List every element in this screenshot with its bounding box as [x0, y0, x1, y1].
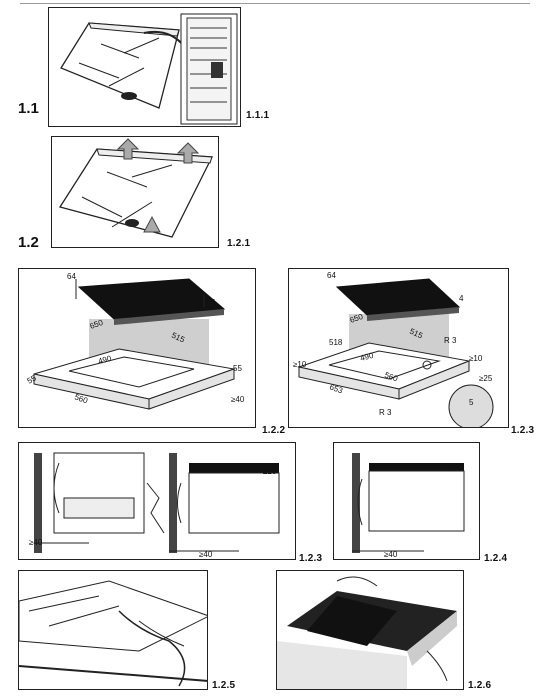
cutout-dimension-labels-alt: 64 4 650 515 518 490 560 653 R 3 R 3 ≥10…	[293, 271, 493, 417]
dim-depth-650-alt: 650	[349, 312, 365, 325]
figure-1-2-1	[51, 136, 219, 248]
cutout-dimensions-diagram	[33, 278, 236, 410]
dim-ge10-right: ≥10	[469, 354, 483, 363]
dim-bottom-ge40-c: ≥40	[199, 550, 213, 559]
cutout-dimension-labels: 64 4 650 515 490 560 55 55 ≥40	[26, 272, 245, 406]
hob-ventilation-illustration	[58, 138, 214, 238]
figure-1-2-5	[18, 570, 208, 690]
section-label-1-1: 1.1	[18, 100, 39, 117]
dim-left-margin-55: 55	[26, 373, 39, 386]
dim-bottom-ge4: ≥4	[452, 462, 461, 471]
dim-cut-width-560: 560	[73, 392, 89, 405]
section-label-1-2: 1.2	[18, 234, 39, 251]
dim-right-margin-55: 55	[233, 364, 242, 373]
caption-1-2-2: 1.2.2	[262, 425, 286, 436]
caption-1-2-4: 1.2.4	[484, 553, 508, 564]
caption-1-2-3-top: 1.2.3	[511, 425, 535, 436]
cutout-dimensions-diagram-alt	[297, 278, 494, 427]
dim-bottom-ge20: ≥20	[263, 467, 277, 476]
dim-radius-a: R 3	[444, 336, 457, 345]
caption-1-2-1: 1.2.1	[227, 238, 251, 249]
dim-518: 518	[329, 338, 343, 347]
dim-ge25: ≥25	[479, 374, 493, 383]
caption-1-2-3-bottom: 1.2.3	[299, 553, 323, 564]
dim-front-margin-40: ≥40	[231, 395, 245, 404]
dim-depth-650: 650	[89, 318, 105, 331]
dim-width-515: 515	[170, 331, 186, 345]
dim-radius-b: R 3	[379, 408, 392, 417]
dim-ge10-left: ≥10	[293, 360, 307, 369]
caption-1-2-6: 1.2.6	[468, 680, 492, 691]
figure-1-2-2: 64 4 650 515 490 560 55 55 ≥40	[18, 268, 256, 428]
installation-clearance-illustration	[34, 452, 280, 553]
dim-bottom-ge40-a: ≥40	[29, 538, 43, 547]
dim-top-64-alt: 64	[327, 271, 336, 280]
dim-right-4-alt: 4	[459, 294, 464, 303]
figure-1-2-6	[276, 570, 464, 690]
dim-bottom-ge40-e: ≥40	[384, 550, 398, 559]
installation-clearance-illustration-alt	[352, 453, 465, 553]
hob-underside-label-illustration	[60, 13, 238, 125]
dim-cut-depth-490: 490	[97, 354, 113, 366]
figure-1-2-4: ≥4 ≥40	[333, 442, 480, 560]
installation-clearance-labels: ≥40 ≥20 ≥40	[29, 467, 277, 559]
hob-insertion-illustration	[277, 576, 457, 689]
dim-detail-5: 5	[469, 398, 474, 407]
caption-1-2-5: 1.2.5	[212, 680, 236, 691]
top-rule	[20, 3, 530, 4]
figure-1-2-3-top: 64 4 650 515 518 490 560 653 R 3 R 3 ≥10…	[288, 268, 509, 428]
dim-490-alt: 490	[359, 351, 375, 363]
dim-560-alt: 560	[383, 370, 399, 383]
dim-653: 653	[328, 382, 344, 395]
dim-right-4: 4	[211, 298, 216, 307]
caption-1-1-1: 1.1.1	[246, 110, 270, 121]
dim-top-64: 64	[67, 272, 76, 281]
seal-application-illustration	[19, 580, 207, 687]
dim-width-515-alt: 515	[408, 327, 424, 341]
installation-clearance-labels-alt: ≥4 ≥40	[384, 462, 461, 559]
figure-1-2-3-bottom: ≥40 ≥20 ≥40	[18, 442, 296, 560]
figure-1-1-1	[48, 7, 241, 127]
